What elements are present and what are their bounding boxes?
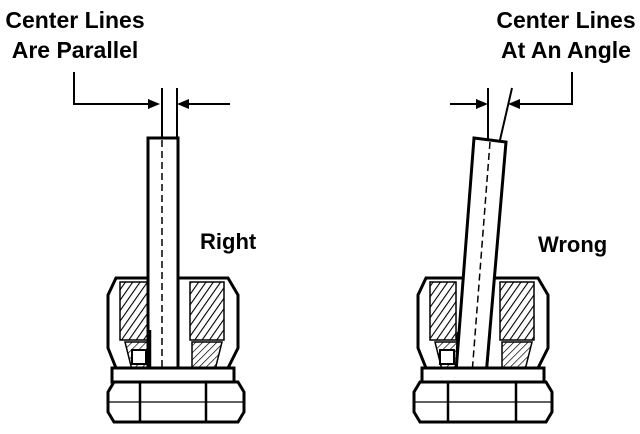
left-verdict: Right <box>200 229 257 254</box>
straight-tube-in-fitting-icon <box>106 136 246 424</box>
right-caption-line2: At An Angle <box>501 37 631 63</box>
left-caption-line1: Center Lines <box>5 7 144 33</box>
right-caption-line1: Center Lines <box>496 7 635 33</box>
right-verdict: Wrong <box>538 232 607 257</box>
left-leader-arrows <box>73 72 230 140</box>
left-caption-line2: Are Parallel <box>12 37 139 63</box>
angled-tube-in-fitting-icon <box>412 136 554 424</box>
right-leader-arrows <box>450 72 573 141</box>
right-panel: Center Lines At An Angle <box>412 7 636 424</box>
left-panel: Center Lines Are Parallel <box>5 7 257 424</box>
